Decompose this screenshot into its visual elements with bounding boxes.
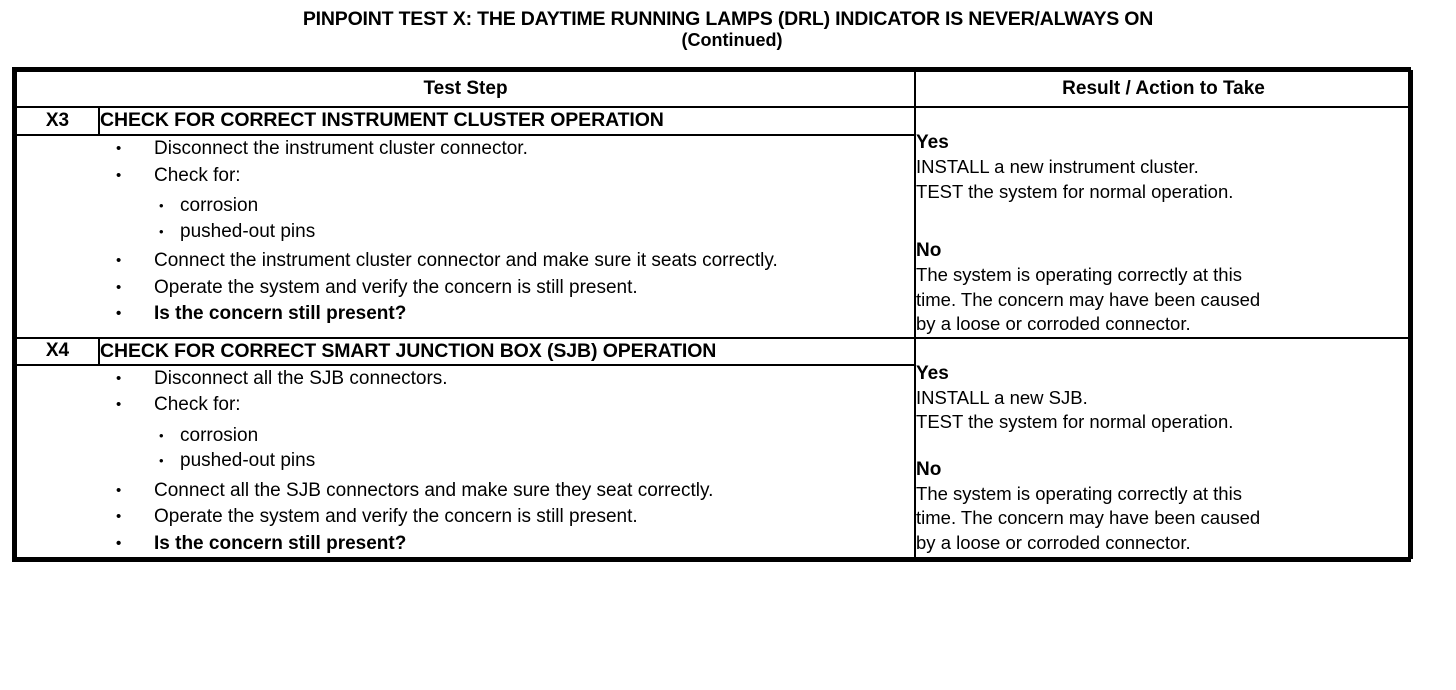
result-no-line-1-x3: The system is operating correctly at thi…	[916, 264, 1242, 285]
result-yes-line-1-x4: INSTALL a new SJB.	[916, 386, 1088, 408]
list-item: • Disconnect all the SJB connectors.	[17, 366, 914, 392]
result-yes-label-x3: Yes	[916, 132, 949, 153]
step-id-x4: X4	[15, 336, 100, 366]
bullet-icon: •	[116, 508, 122, 525]
list-item: • Operate the system and verify the conc…	[17, 275, 914, 301]
result-no-line-1-x4: The system is operating correctly at thi…	[916, 482, 1242, 504]
pinpoint-test-table: Test Step Result / Action to Take X3 CHE…	[12, 67, 1414, 562]
column-header-test-step: Test Step	[14, 70, 917, 108]
result-no-line-2-x4: time. The concern may have been caused	[916, 507, 1261, 528]
list-item-text: Connect the instrument cluster connector…	[154, 250, 778, 272]
result-yes-line-2-x3: TEST the system for normal operation.	[916, 180, 1234, 202]
list-item: • Check for:	[17, 392, 914, 418]
bullet-icon: •	[116, 481, 122, 499]
list-item-text: Disconnect all the SJB connectors.	[154, 367, 448, 389]
result-no-label-x3: No	[916, 240, 942, 261]
result-yes-label-x4: Yes	[916, 362, 949, 384]
bullet-icon: •	[116, 396, 122, 413]
result-spacer-x4	[916, 435, 1411, 457]
list-item: • Check for:	[17, 163, 914, 189]
list-item-nested: • corrosion • pushed-out pins	[17, 423, 914, 474]
result-yes-line-2-x4: TEST the system for normal operation.	[916, 411, 1234, 432]
table-header-row: Test Step Result / Action to Take	[14, 70, 1414, 108]
sub-bullet-icon: •	[159, 453, 164, 468]
list-item: • corrosion	[17, 423, 914, 449]
result-no-label-x4: No	[916, 458, 942, 480]
list-item-text: pushed-out pins	[180, 220, 316, 242]
result-cell-x3: Yes INSTALL a new instrument cluster. TE…	[914, 106, 1414, 339]
result-cell-x4: Yes INSTALL a new SJB. TEST the system f…	[914, 336, 1414, 559]
list-item-text: Disconnect the instrument cluster connec…	[154, 138, 528, 160]
list-item-text: pushed-out pins	[180, 450, 316, 471]
list-item: • pushed-out pins	[17, 219, 914, 245]
step-heading-x4: CHECK FOR CORRECT SMART JUNCTION BOX (SJ…	[97, 336, 917, 366]
list-item-text: Connect all the SJB connectors and make …	[154, 479, 714, 501]
list-item-text: Check for:	[154, 394, 241, 415]
bullet-icon: •	[116, 166, 122, 184]
sub-bullet-icon: •	[159, 223, 164, 239]
step-body-x4: • Disconnect all the SJB connectors. • C…	[14, 363, 917, 559]
bullet-icon: •	[116, 140, 122, 158]
list-item: • Connect all the SJB connectors and mak…	[17, 478, 914, 504]
step-body-x3: • Disconnect the instrument cluster conn…	[14, 134, 917, 339]
bullet-icon: •	[116, 252, 122, 270]
list-item-text: Is the concern still present?	[154, 532, 407, 554]
step-heading-x3: CHECK FOR CORRECT INSTRUMENT CLUSTER OPE…	[97, 105, 917, 137]
list-item-text: corrosion	[180, 195, 259, 217]
list-item-text: Operate the system and verify the concer…	[154, 276, 638, 298]
bullet-icon: •	[116, 305, 122, 323]
sub-bullet-icon: •	[159, 198, 164, 214]
table-row: • Disconnect the instrument cluster conn…	[14, 134, 1412, 339]
table-row: • Disconnect all the SJB connectors. • C…	[14, 363, 1412, 559]
list-item-text: corrosion	[180, 424, 259, 446]
list-item-text: Is the concern still present?	[154, 303, 407, 325]
list-item: • Disconnect the instrument cluster conn…	[17, 136, 914, 162]
list-item-nested: • corrosion • pushed-out pins	[17, 193, 914, 244]
page-title-line-1: PINPOINT TEST X: THE DAYTIME RUNNING LAM…	[302, 8, 1154, 30]
step-id-x3: X3	[15, 105, 100, 137]
result-no-line-3-x3: by a loose or corroded connector.	[916, 313, 1191, 334]
list-item: • corrosion	[17, 193, 914, 219]
list-item-text: Operate the system and verify the concer…	[154, 506, 638, 527]
sub-bullet-icon: •	[159, 427, 164, 443]
list-item-text: Check for:	[154, 164, 241, 186]
bullet-icon: •	[116, 369, 122, 387]
page-title-line-2: (Continued)	[681, 30, 783, 50]
step-sub-bullet-list-x4: • corrosion • pushed-out pins	[17, 423, 914, 474]
column-header-result-action: Result / Action to Take	[914, 70, 1414, 108]
result-no-line-2-x3: time. The concern may have been caused	[916, 288, 1261, 310]
page-title: PINPOINT TEST X: THE DAYTIME RUNNING LAM…	[0, 8, 1456, 51]
step-sub-bullet-list-x3: • corrosion • pushed-out pins	[17, 193, 914, 244]
table-row: X3 CHECK FOR CORRECT INSTRUMENT CLUSTER …	[15, 105, 1414, 339]
table-row: X4 CHECK FOR CORRECT SMART JUNCTION BOX …	[15, 336, 1414, 559]
bullet-icon: •	[116, 534, 122, 552]
list-item: • Is the concern still present?	[17, 531, 914, 557]
list-item: • Operate the system and verify the conc…	[17, 504, 914, 530]
step-bullet-list-x3: • Disconnect the instrument cluster conn…	[17, 136, 914, 327]
step-bullet-list-x4: • Disconnect all the SJB connectors. • C…	[17, 366, 914, 557]
result-spacer-x3	[916, 204, 1411, 238]
result-top-spacer-x4	[916, 339, 1411, 361]
list-item: • Connect the instrument cluster connect…	[17, 248, 914, 274]
result-no-line-3-x4: by a loose or corroded connector.	[916, 531, 1191, 553]
result-yes-line-1-x3: INSTALL a new instrument cluster.	[916, 156, 1199, 177]
list-item: • pushed-out pins	[17, 448, 914, 474]
list-item: • Is the concern still present?	[17, 301, 914, 327]
bullet-icon: •	[116, 278, 122, 296]
